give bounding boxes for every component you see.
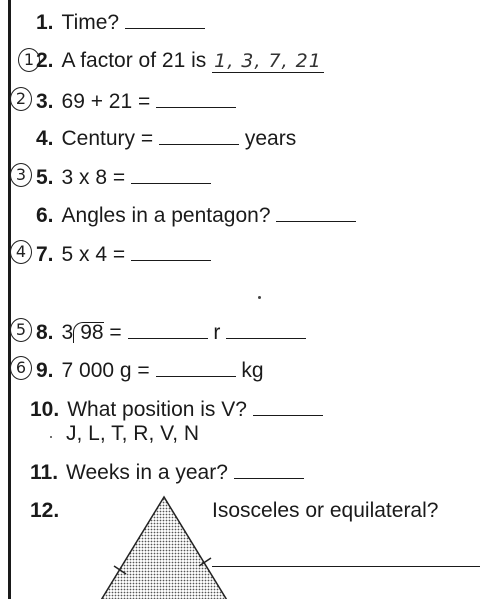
question-number: 5. [36,166,54,189]
unit-label: kg [241,359,264,382]
question-number: 4. [36,127,54,150]
answer-blank[interactable] [155,358,236,377]
equals-sign: = [109,321,122,344]
question-text: What position is V? [67,398,247,421]
question-1: 1. Time? [36,10,205,35]
question-text: Angles in a pentagon? [61,204,271,227]
circled-mark: 4 [10,240,32,264]
question-number: 8. [36,321,54,344]
circled-mark: 1 [18,48,40,72]
stray-dot [258,296,261,299]
question-number: 6. [36,204,54,227]
question-10: 10. What position is V? [30,397,323,422]
question-number: 11. [30,461,59,484]
stray-dot [50,436,52,438]
unit-label: years [244,127,297,150]
answer-blank[interactable] [276,203,357,222]
question-text: Century = [61,127,154,150]
tick-mark-left [113,565,127,575]
sequence-letters: J, L, T, R, V, N [66,422,200,445]
question-number: 10. [30,398,60,421]
question-number: 12. [30,499,60,522]
question-text: A factor of 21 is [61,49,207,72]
tick-mark-right [198,557,212,567]
question-number: 3. [36,90,54,113]
question-12-text: Isosceles or equilateral? [212,499,439,522]
answer-blank[interactable] [124,10,205,29]
answer-blank[interactable] [159,126,239,145]
circled-mark: 2 [10,87,32,111]
question-3: 3. 69 + 21 = [36,89,237,114]
shaded-triangle [100,495,228,599]
circled-mark: 5 [10,318,32,342]
question-6: 6. Angles in a pentagon? [36,203,357,228]
question-2: 2. A factor of 21 is 1, 3, 7, 21 [36,49,324,73]
question-text: 3 x 8 = [61,166,126,189]
question-number: 2. [36,49,54,72]
long-division-bracket: 98 [73,321,104,344]
question-text: 69 + 21 = [61,90,151,113]
page-left-border [8,0,11,599]
question-text: 7 000 g = [61,359,150,382]
dividend: 98 [80,321,104,344]
divisor: 3 [61,321,74,344]
remainder-blank[interactable] [226,320,307,339]
handwritten-answer[interactable]: 1, 3, 7, 21 [212,50,324,73]
answer-blank[interactable] [156,89,237,108]
remainder-label: r [213,321,221,344]
question-text: Weeks in a year? [66,461,228,484]
question-12-number: 12. [30,499,67,523]
answer-blank[interactable] [131,165,211,184]
question-8: 8. 3 98 = r [36,320,307,345]
question-text: Time? [61,11,120,34]
question-9: 9. 7 000 g = kg [36,358,264,383]
answer-blank[interactable] [127,320,208,339]
circled-mark: 6 [10,356,32,380]
circled-mark: 3 [10,163,32,187]
question-text: 5 x 4 = [61,243,126,266]
answer-blank[interactable] [212,548,480,567]
question-number: 7. [36,243,54,266]
answer-blank[interactable] [233,460,304,479]
answer-blank[interactable] [252,397,323,416]
question-11: 11. Weeks in a year? [30,460,304,485]
question-4: 4. Century = years [36,126,296,151]
answer-blank[interactable] [131,242,211,261]
question-7: 7. 5 x 4 = [36,242,211,267]
question-number: 9. [36,359,54,382]
question-number: 1. [36,11,54,34]
question-5: 5. 3 x 8 = [36,165,211,190]
